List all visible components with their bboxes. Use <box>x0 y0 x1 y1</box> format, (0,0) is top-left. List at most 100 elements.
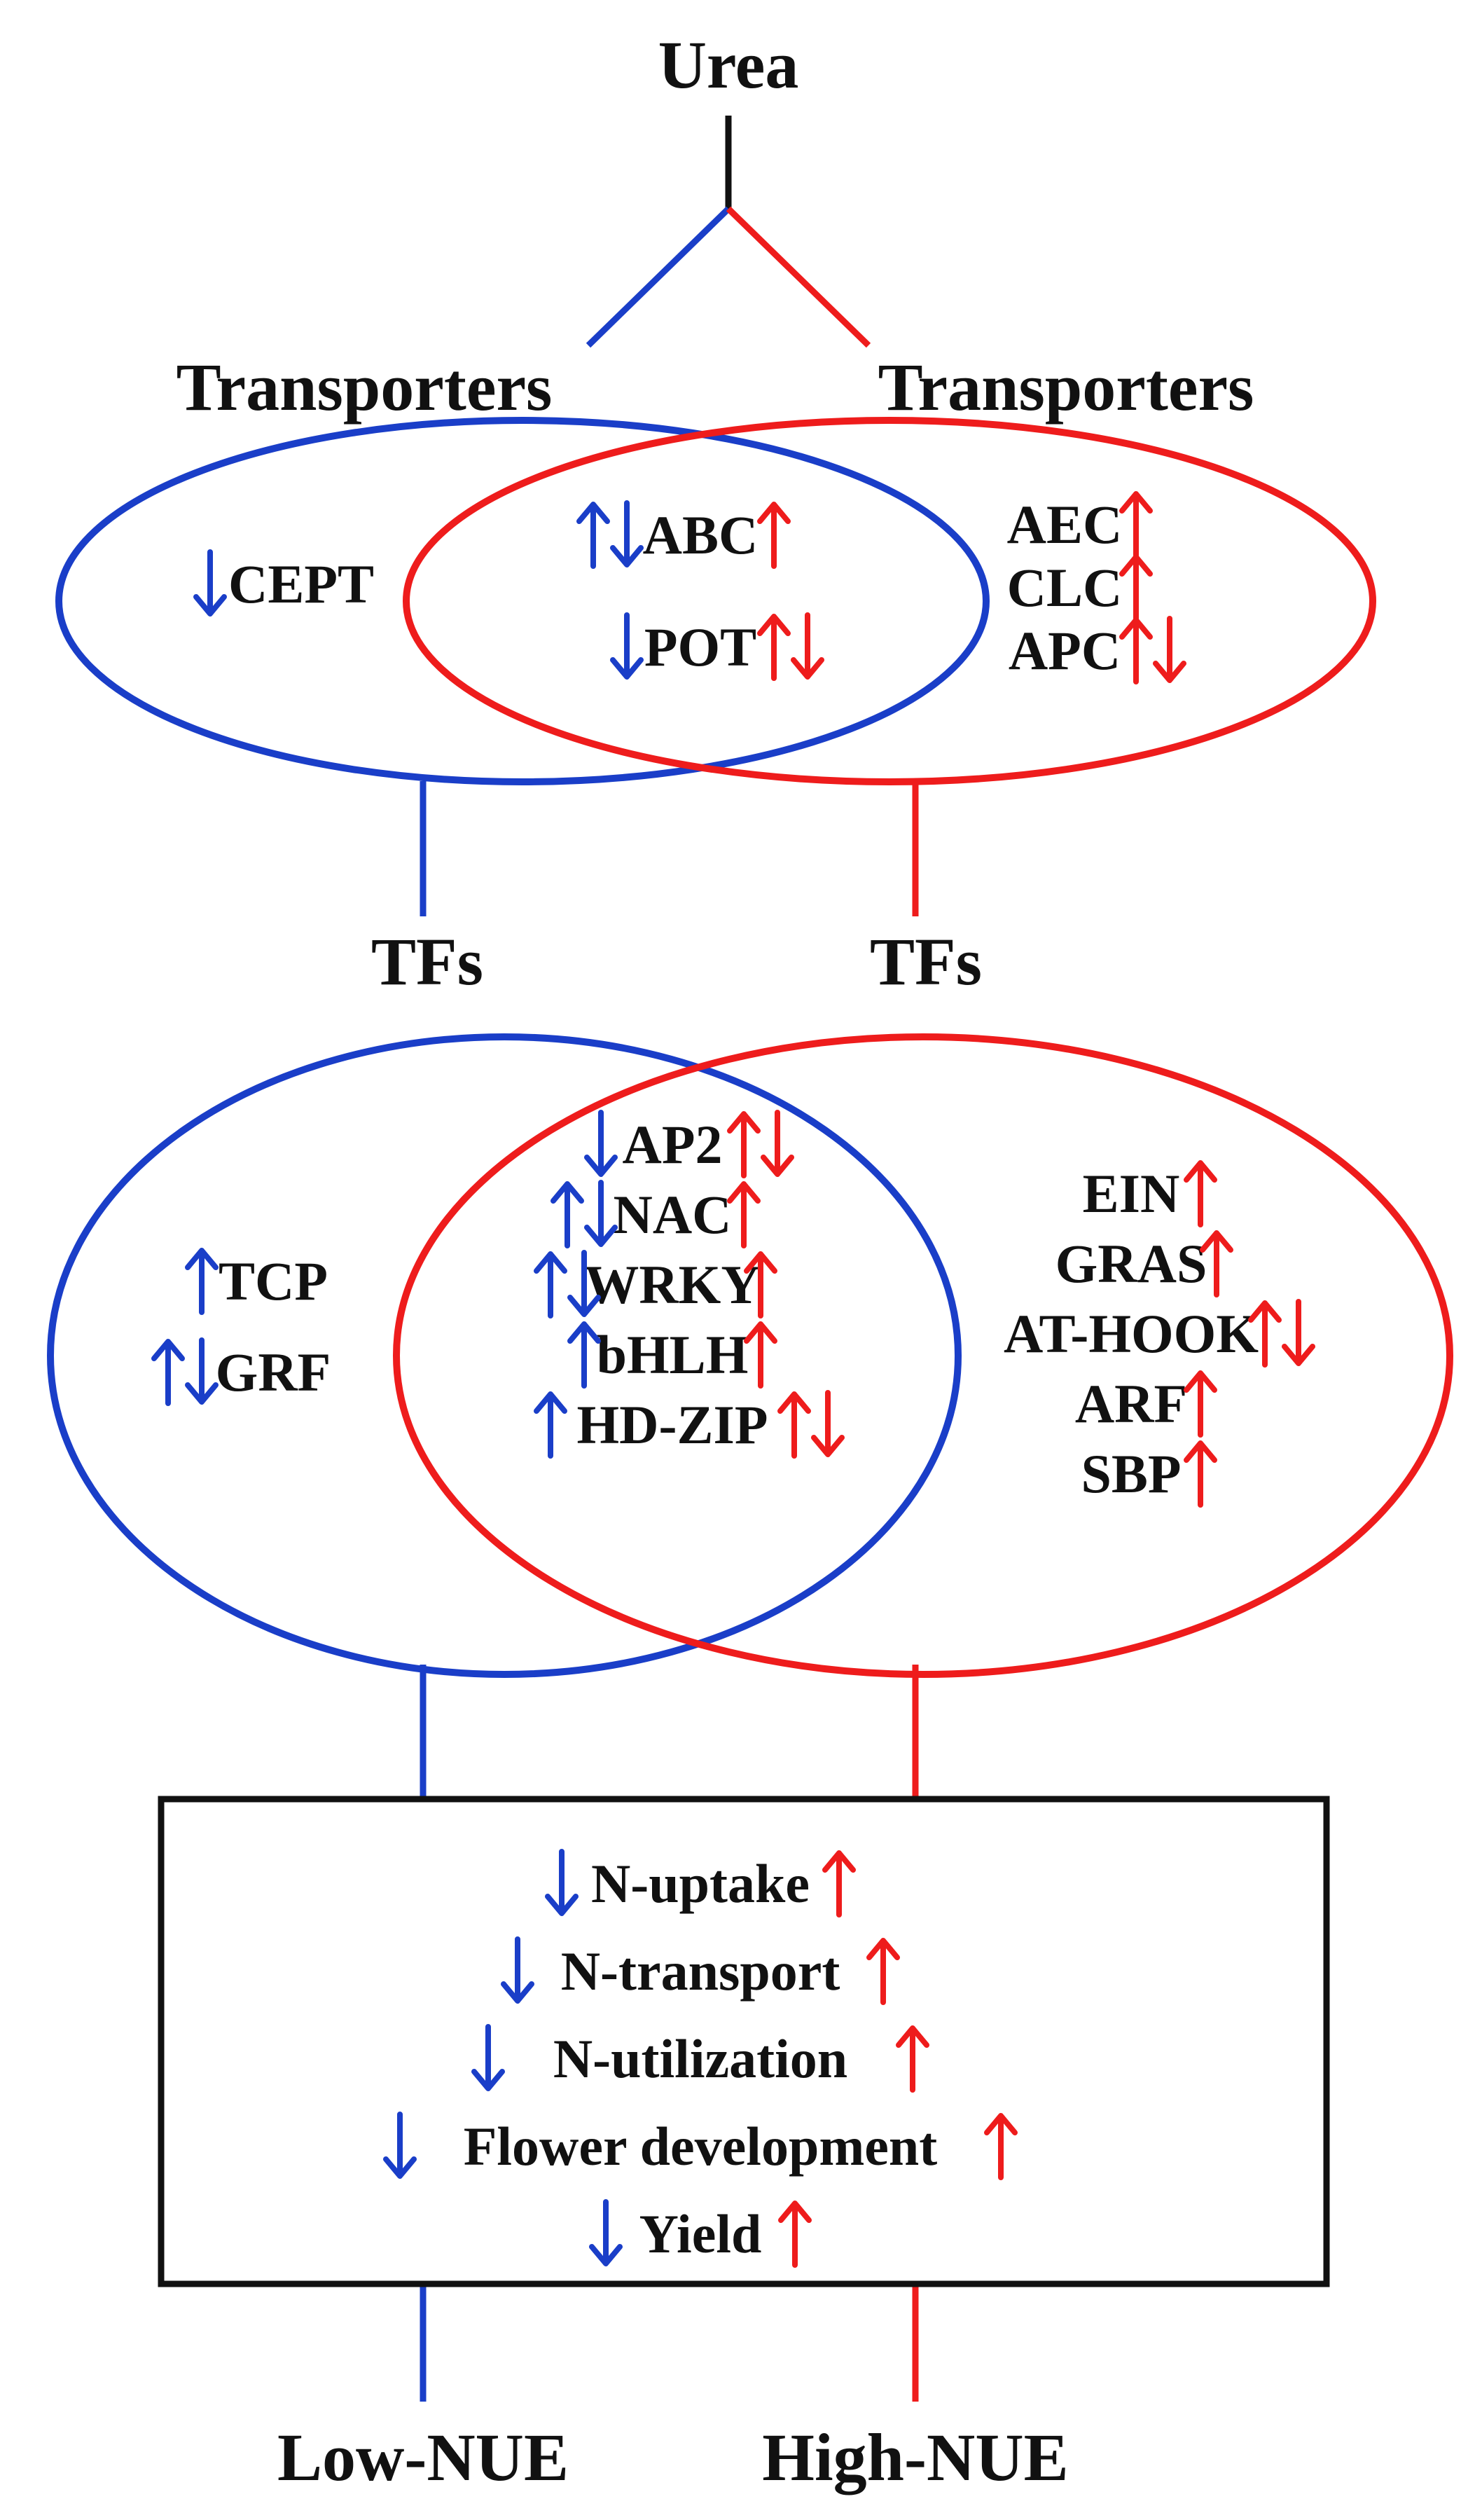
up-arrow-icon <box>984 2113 1018 2180</box>
root-branch-low <box>586 206 731 348</box>
down-arrow-icon <box>383 2112 417 2179</box>
tf-ap2: AP2 <box>584 1110 794 1178</box>
up-arrow-icon <box>727 1181 761 1248</box>
up-arrow-icon <box>534 1391 567 1459</box>
down-arrow-icon <box>193 549 227 617</box>
transporters-ellipse-low <box>55 417 990 785</box>
tf-sbp: SBP <box>1081 1440 1217 1508</box>
outcome-n-uptake-label: N-uptake <box>591 1853 810 1914</box>
outcome-box <box>158 1796 1330 2287</box>
transporter-cept-label: CEPT <box>228 553 374 614</box>
up-arrow-icon <box>778 2201 812 2268</box>
transporters-title-high: Transporters <box>878 350 1254 425</box>
up-arrow-icon <box>550 1181 584 1248</box>
tf-tcp: TCP <box>185 1248 328 1315</box>
down-arrow-icon <box>471 2024 505 2091</box>
tf-wrky: WRKY <box>534 1250 777 1318</box>
tf-grf-label: GRF <box>216 1342 331 1403</box>
outcome-flower-development-label: Flower development <box>464 2116 938 2177</box>
tf-gras: GRAS <box>1055 1230 1233 1297</box>
tf-at-hook: AT-HOOK <box>1004 1299 1315 1368</box>
transporter-apc: APC <box>1009 616 1186 684</box>
up-arrow-icon <box>757 614 791 681</box>
transporter-apc-label: APC <box>1009 620 1121 681</box>
tf-bhlh-label: bHLH <box>597 1324 749 1385</box>
transporter-abc-label: ABC <box>643 504 759 565</box>
up-arrow-icon <box>777 1391 811 1459</box>
outcome-flower-development: Flower development <box>383 2112 1018 2180</box>
tf-ap2-label: AP2 <box>623 1114 723 1175</box>
tf-ein-label: EIN <box>1083 1163 1180 1224</box>
up-arrow-icon <box>1119 491 1153 558</box>
tfs-title-high: TFs <box>870 924 982 999</box>
up-arrow-icon <box>757 502 791 569</box>
up-arrow-icon <box>1184 1370 1217 1438</box>
outcome-n-uptake: N-uptake <box>545 1849 856 1917</box>
up-arrow-icon <box>534 1251 567 1318</box>
up-arrow-icon <box>744 1251 777 1318</box>
down-arrow-icon <box>610 500 644 567</box>
root-branch-high <box>726 206 871 348</box>
up-arrow-icon <box>185 1248 219 1315</box>
tf-hd-zip: HD-ZIP <box>534 1390 845 1459</box>
tf-nac: NAC <box>550 1180 761 1248</box>
transporters-ellipse-high <box>403 417 1376 785</box>
transporters-venn <box>55 417 1376 785</box>
tf-nac-label: NAC <box>614 1184 732 1245</box>
outcome-n-utilization-label: N-utilization <box>553 2028 847 2089</box>
up-arrow-icon <box>576 502 610 569</box>
tf-tcp-label: TCP <box>219 1251 328 1311</box>
high-nue-label: High-NUE <box>762 2420 1068 2495</box>
transporter-clc-label: CLC <box>1007 557 1123 618</box>
up-arrow-icon <box>1184 1160 1217 1227</box>
low-nue-label: Low-NUE <box>277 2420 569 2495</box>
tf-grf: GRF <box>151 1337 331 1406</box>
outcome-yield-label: Yield <box>639 2203 762 2264</box>
down-arrow-icon <box>584 1180 618 1247</box>
tfs-title-low: TFs <box>371 924 483 999</box>
down-arrow-icon <box>1153 616 1186 683</box>
up-arrow-icon <box>1184 1440 1217 1508</box>
outcome-n-transport-label: N-transport <box>561 1941 840 2002</box>
up-arrow-icon <box>1119 554 1153 621</box>
down-arrow-icon <box>545 1849 579 1916</box>
transporter-pot: POT <box>610 612 824 681</box>
down-arrow-icon <box>567 1250 601 1317</box>
up-arrow-icon <box>1248 1300 1282 1368</box>
up-arrow-icon <box>567 1321 601 1389</box>
tf-bhlh: bHLH <box>567 1321 777 1389</box>
down-arrow-icon <box>501 1936 534 2004</box>
tf-at-hook-label: AT-HOOK <box>1004 1303 1259 1364</box>
connectors <box>420 116 919 2402</box>
down-arrow-icon <box>185 1337 219 1405</box>
transporter-pot-label: POT <box>644 617 756 677</box>
tf-ein: EIN <box>1083 1160 1217 1227</box>
up-arrow-icon <box>822 1850 856 1917</box>
up-arrow-icon <box>1200 1230 1233 1297</box>
transporter-cept: CEPT <box>193 549 374 617</box>
transporter-abc: ABC <box>576 500 791 569</box>
root-label: Urea <box>658 27 799 102</box>
outcome-yield: Yield <box>589 2199 812 2268</box>
down-arrow-icon <box>761 1110 794 1177</box>
tfs-ellipse-high <box>393 1033 1453 1678</box>
up-arrow-icon <box>866 1938 900 2005</box>
up-arrow-icon <box>727 1111 761 1178</box>
up-arrow-icon <box>151 1339 185 1406</box>
outcome-n-utilization: N-utilization <box>471 2024 929 2093</box>
down-arrow-icon <box>589 2199 623 2266</box>
tf-hd-zip-label: HD-ZIP <box>577 1394 768 1455</box>
down-arrow-icon <box>811 1390 845 1457</box>
down-arrow-icon <box>610 612 644 680</box>
tf-arf: ARF <box>1075 1370 1217 1438</box>
down-arrow-icon <box>791 612 824 680</box>
tf-sbp-label: SBP <box>1081 1443 1181 1504</box>
transporter-aec-label: AEC <box>1007 494 1123 555</box>
tfs-venn <box>47 1033 1453 1678</box>
tfs-ellipse-low <box>47 1033 962 1678</box>
down-arrow-icon <box>1282 1299 1315 1366</box>
